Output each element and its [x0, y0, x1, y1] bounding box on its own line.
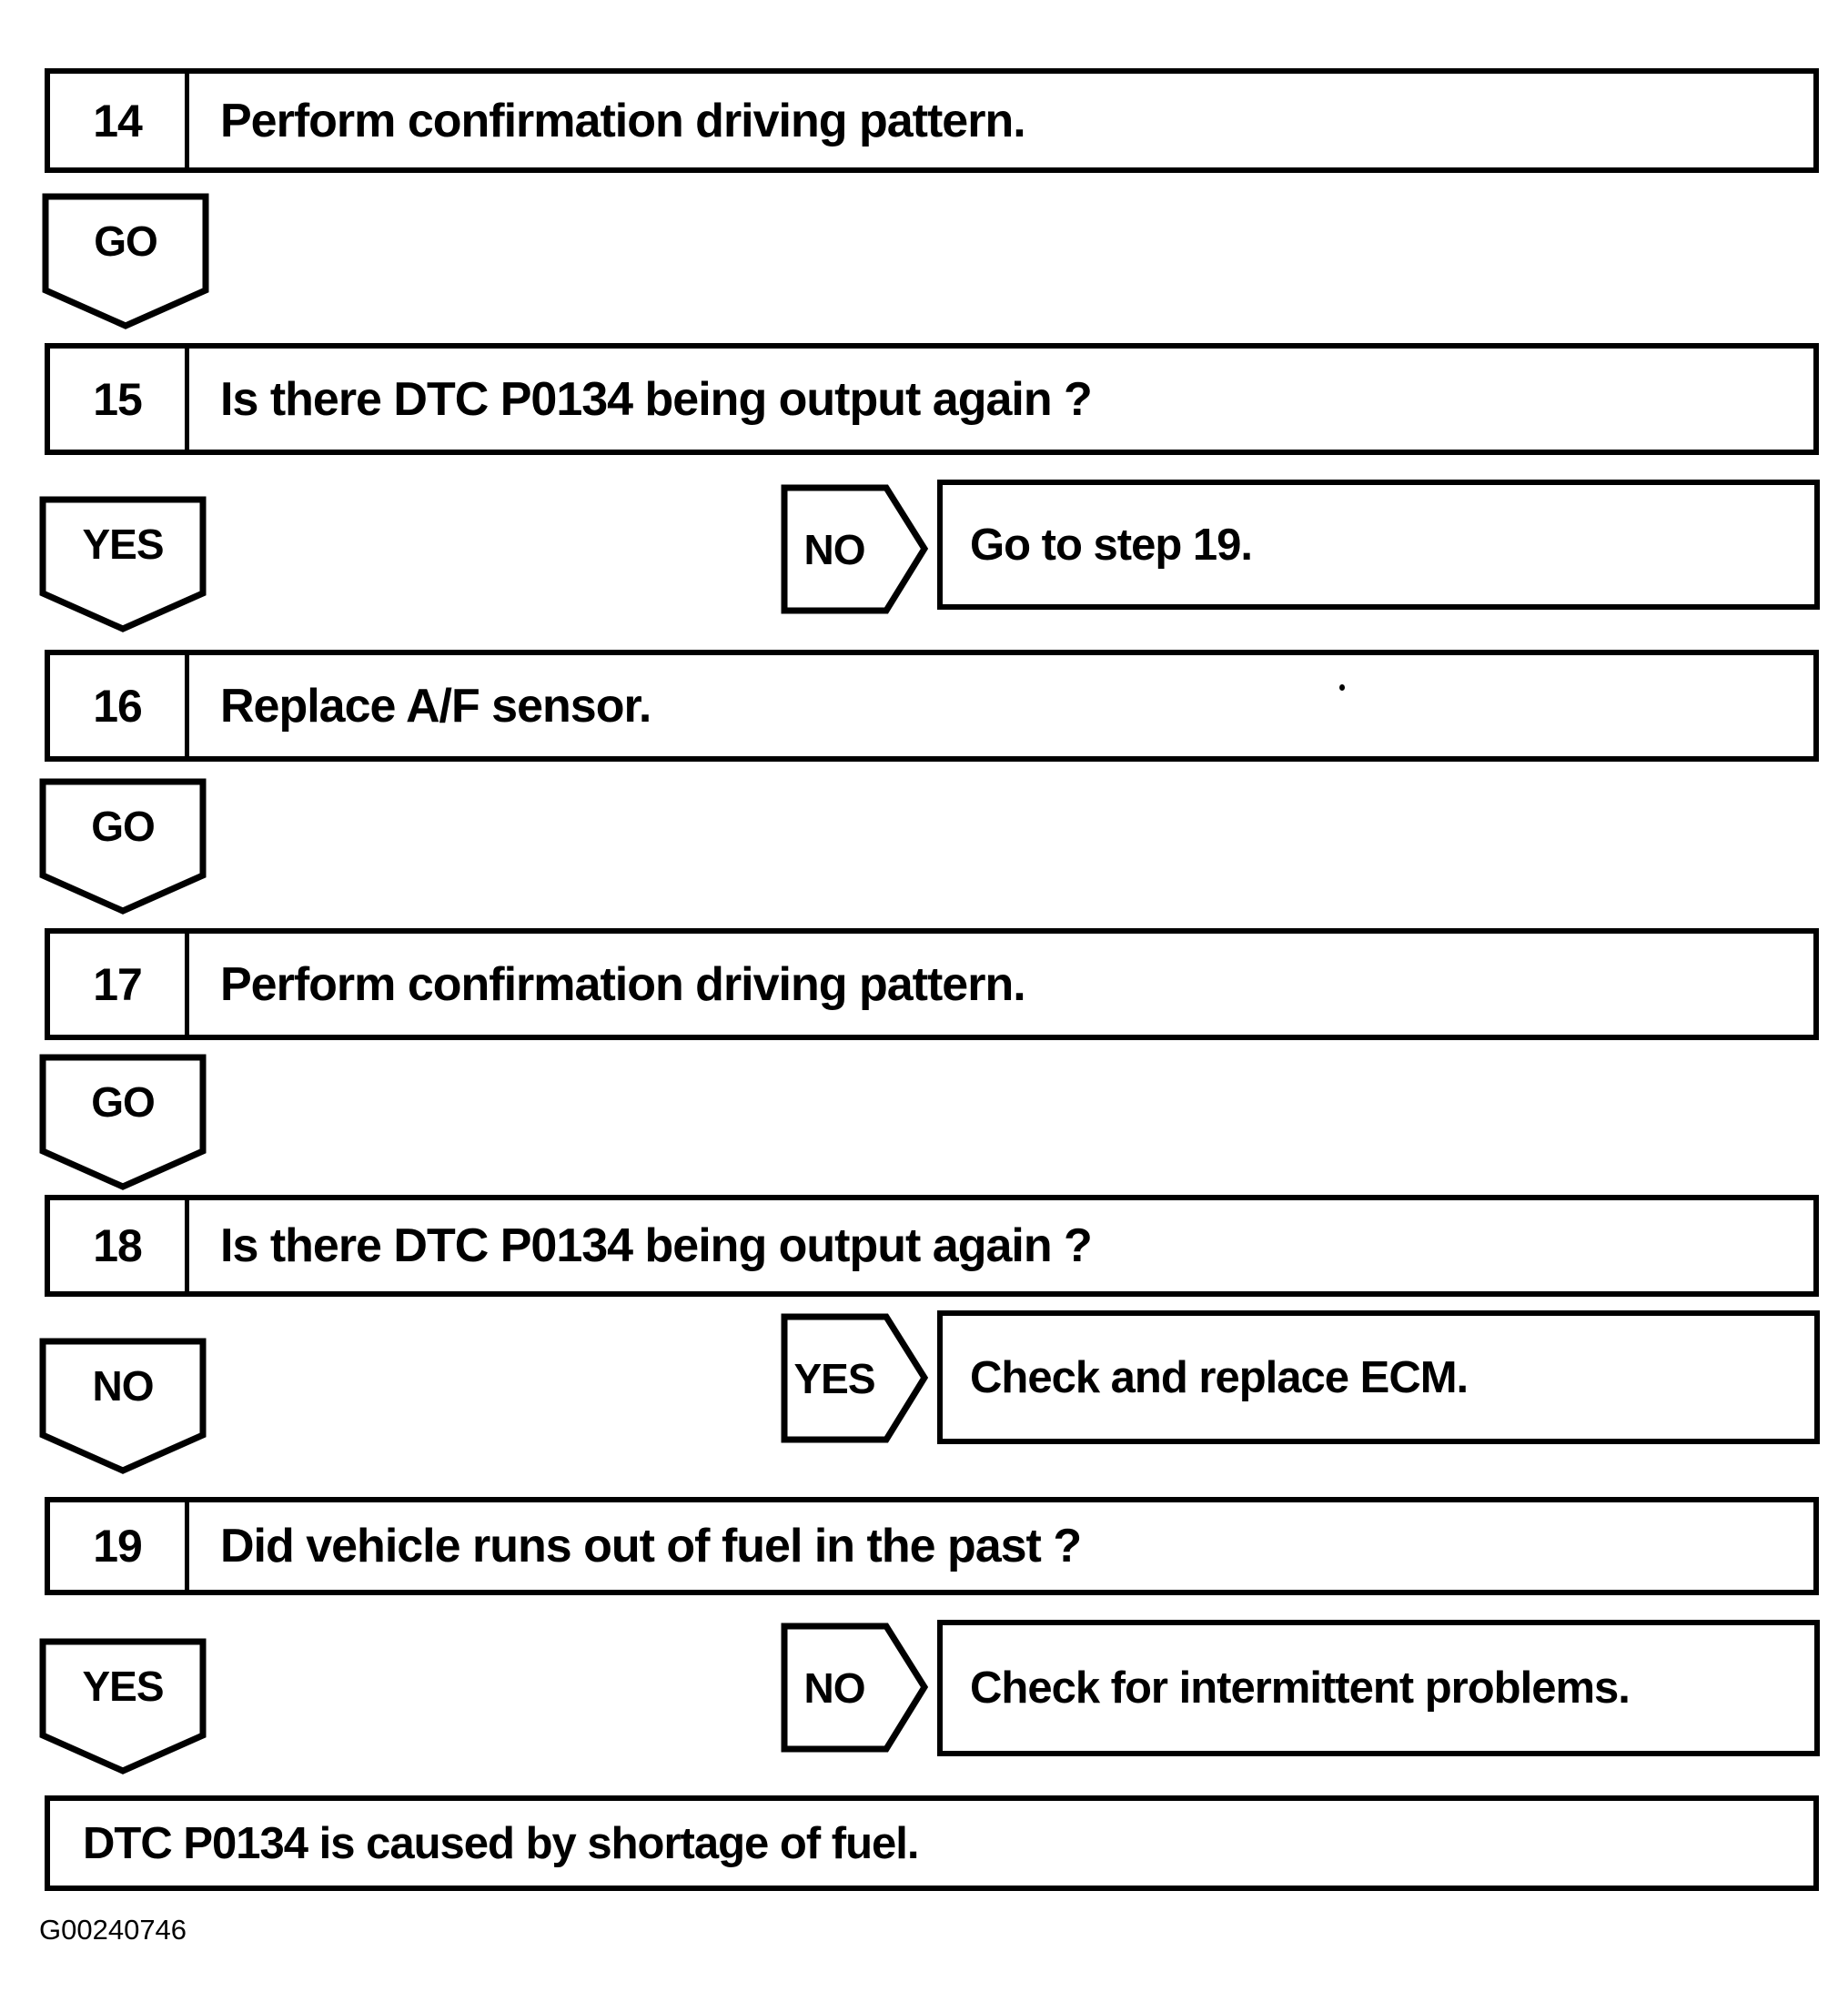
no-branch-step15: NO: [781, 484, 928, 614]
down-pentagon-icon: [39, 1054, 207, 1190]
connector-label: YES: [82, 521, 164, 568]
connector-label: NO: [803, 525, 866, 573]
down-pentagon-icon: [39, 778, 207, 915]
step-box-19: 19 Did vehicle runs out of fuel in the p…: [45, 1497, 1819, 1595]
yes-branch-step18: YES: [781, 1313, 928, 1443]
right-pentagon-icon: [781, 484, 928, 614]
step-number: 15: [50, 349, 189, 450]
result-box-intermittent: Check for intermittent problems.: [937, 1620, 1820, 1756]
step-box-18: 18 Is there DTC P0134 being output again…: [45, 1195, 1819, 1297]
connector-label: NO: [92, 1362, 155, 1410]
terminal-box: DTC P0134 is caused by shortage of fuel.: [45, 1795, 1819, 1891]
connector-label: GO: [94, 217, 158, 265]
result-box-goto-19: Go to step 19.: [937, 480, 1820, 610]
step-box-16: 16 Replace A/F sensor.: [45, 650, 1819, 762]
terminal-text: DTC P0134 is caused by shortage of fuel.: [83, 1818, 920, 1868]
step-box-17: 17 Perform confirmation driving pattern.: [45, 928, 1819, 1040]
result-text: Check for intermittent problems.: [970, 1663, 1631, 1713]
down-pentagon-icon: [39, 496, 207, 632]
go-connector-1: GO: [42, 193, 209, 329]
result-text: Go to step 19.: [970, 520, 1253, 570]
yes-connector-step15: YES: [39, 496, 207, 632]
step-number: 14: [50, 74, 189, 167]
scan-artifact-dot: [1339, 684, 1345, 691]
step-number: 16: [50, 655, 189, 756]
step-text: Is there DTC P0134 being output again ?: [220, 1219, 1093, 1272]
connector-label: GO: [91, 803, 156, 850]
down-pentagon-icon: [39, 1638, 207, 1774]
connector-label: GO: [91, 1078, 156, 1126]
connector-label: NO: [803, 1663, 866, 1712]
down-pentagon-icon: [42, 193, 209, 329]
step-number: 18: [50, 1200, 189, 1291]
go-connector-3: GO: [39, 1054, 207, 1190]
step-box-14: 14 Perform confirmation driving pattern.: [45, 68, 1819, 173]
figure-id-label: G00240746: [39, 1914, 187, 1946]
step-number: 19: [50, 1502, 189, 1590]
no-branch-step19: NO: [781, 1623, 928, 1753]
step-number: 17: [50, 934, 189, 1035]
step-box-15: 15 Is there DTC P0134 being output again…: [45, 343, 1819, 455]
step-text: Perform confirmation driving pattern.: [220, 94, 1026, 147]
connector-label: YES: [82, 1663, 164, 1710]
step-text: Perform confirmation driving pattern.: [220, 957, 1026, 1011]
step-text: Is there DTC P0134 being output again ?: [220, 372, 1093, 426]
step-text: Did vehicle runs out of fuel in the past…: [220, 1520, 1082, 1572]
down-pentagon-icon: [39, 1338, 207, 1474]
no-connector-step18: NO: [39, 1338, 207, 1474]
step-text: Replace A/F sensor.: [220, 679, 651, 733]
connector-label: YES: [793, 1354, 875, 1402]
go-connector-2: GO: [39, 778, 207, 915]
right-pentagon-icon: [781, 1623, 928, 1753]
result-box-replace-ecm: Check and replace ECM.: [937, 1310, 1820, 1444]
result-text: Check and replace ECM.: [970, 1352, 1469, 1402]
yes-connector-step19: YES: [39, 1638, 207, 1774]
right-pentagon-icon: [781, 1313, 928, 1443]
